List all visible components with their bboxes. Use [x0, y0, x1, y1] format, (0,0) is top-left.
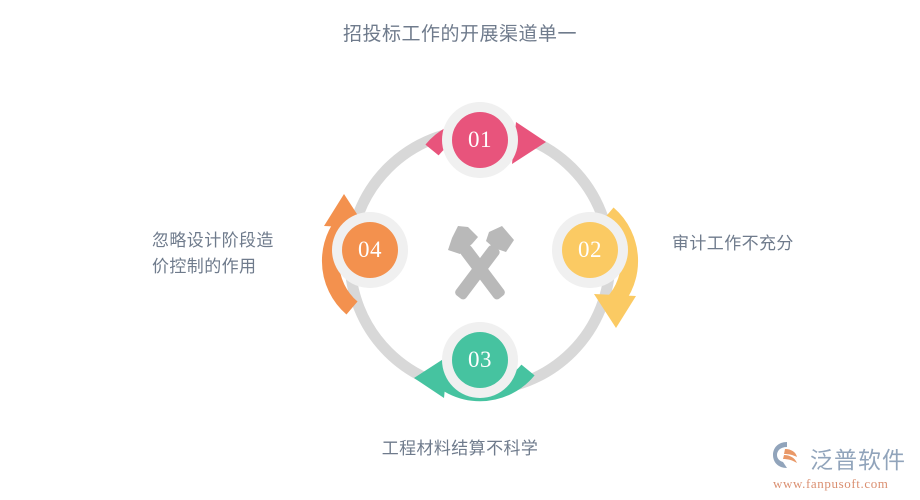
cycle-node-04[interactable]: 04 — [332, 212, 408, 288]
node-02-label: 审计工作不充分 — [672, 234, 794, 253]
watermark: 泛普软件 www.fanpusoft.com — [771, 440, 906, 492]
cycle-node-03[interactable]: 03 — [442, 322, 518, 398]
cycle-node-04-number: 04 — [342, 222, 398, 278]
cycle-node-01-number: 01 — [452, 112, 508, 168]
node-04-label-line2: 价控制的作用 — [152, 257, 257, 276]
cycle-diagram: 01 02 03 04 — [290, 80, 670, 440]
node-04-label-line1: 忽略设计阶段造 — [152, 231, 274, 250]
watermark-brand: 泛普软件 — [810, 446, 906, 473]
cycle-node-02-number: 02 — [562, 222, 618, 278]
cycle-node-03-number: 03 — [452, 332, 508, 388]
cycle-node-02[interactable]: 02 — [552, 212, 628, 288]
fanpu-swoosh-logo-icon — [771, 440, 805, 475]
node-03-label: 工程材料结算不科学 — [381, 439, 539, 458]
cycle-node-01[interactable]: 01 — [442, 102, 518, 178]
watermark-url: www.fanpusoft.com — [773, 476, 889, 491]
crossed-hammer-pickaxe-icon — [422, 202, 538, 318]
page-title: 招投标工作的开展渠道单一 — [342, 24, 577, 45]
node-04-label: 忽略设计阶段造 价控制的作用 — [152, 228, 317, 280]
